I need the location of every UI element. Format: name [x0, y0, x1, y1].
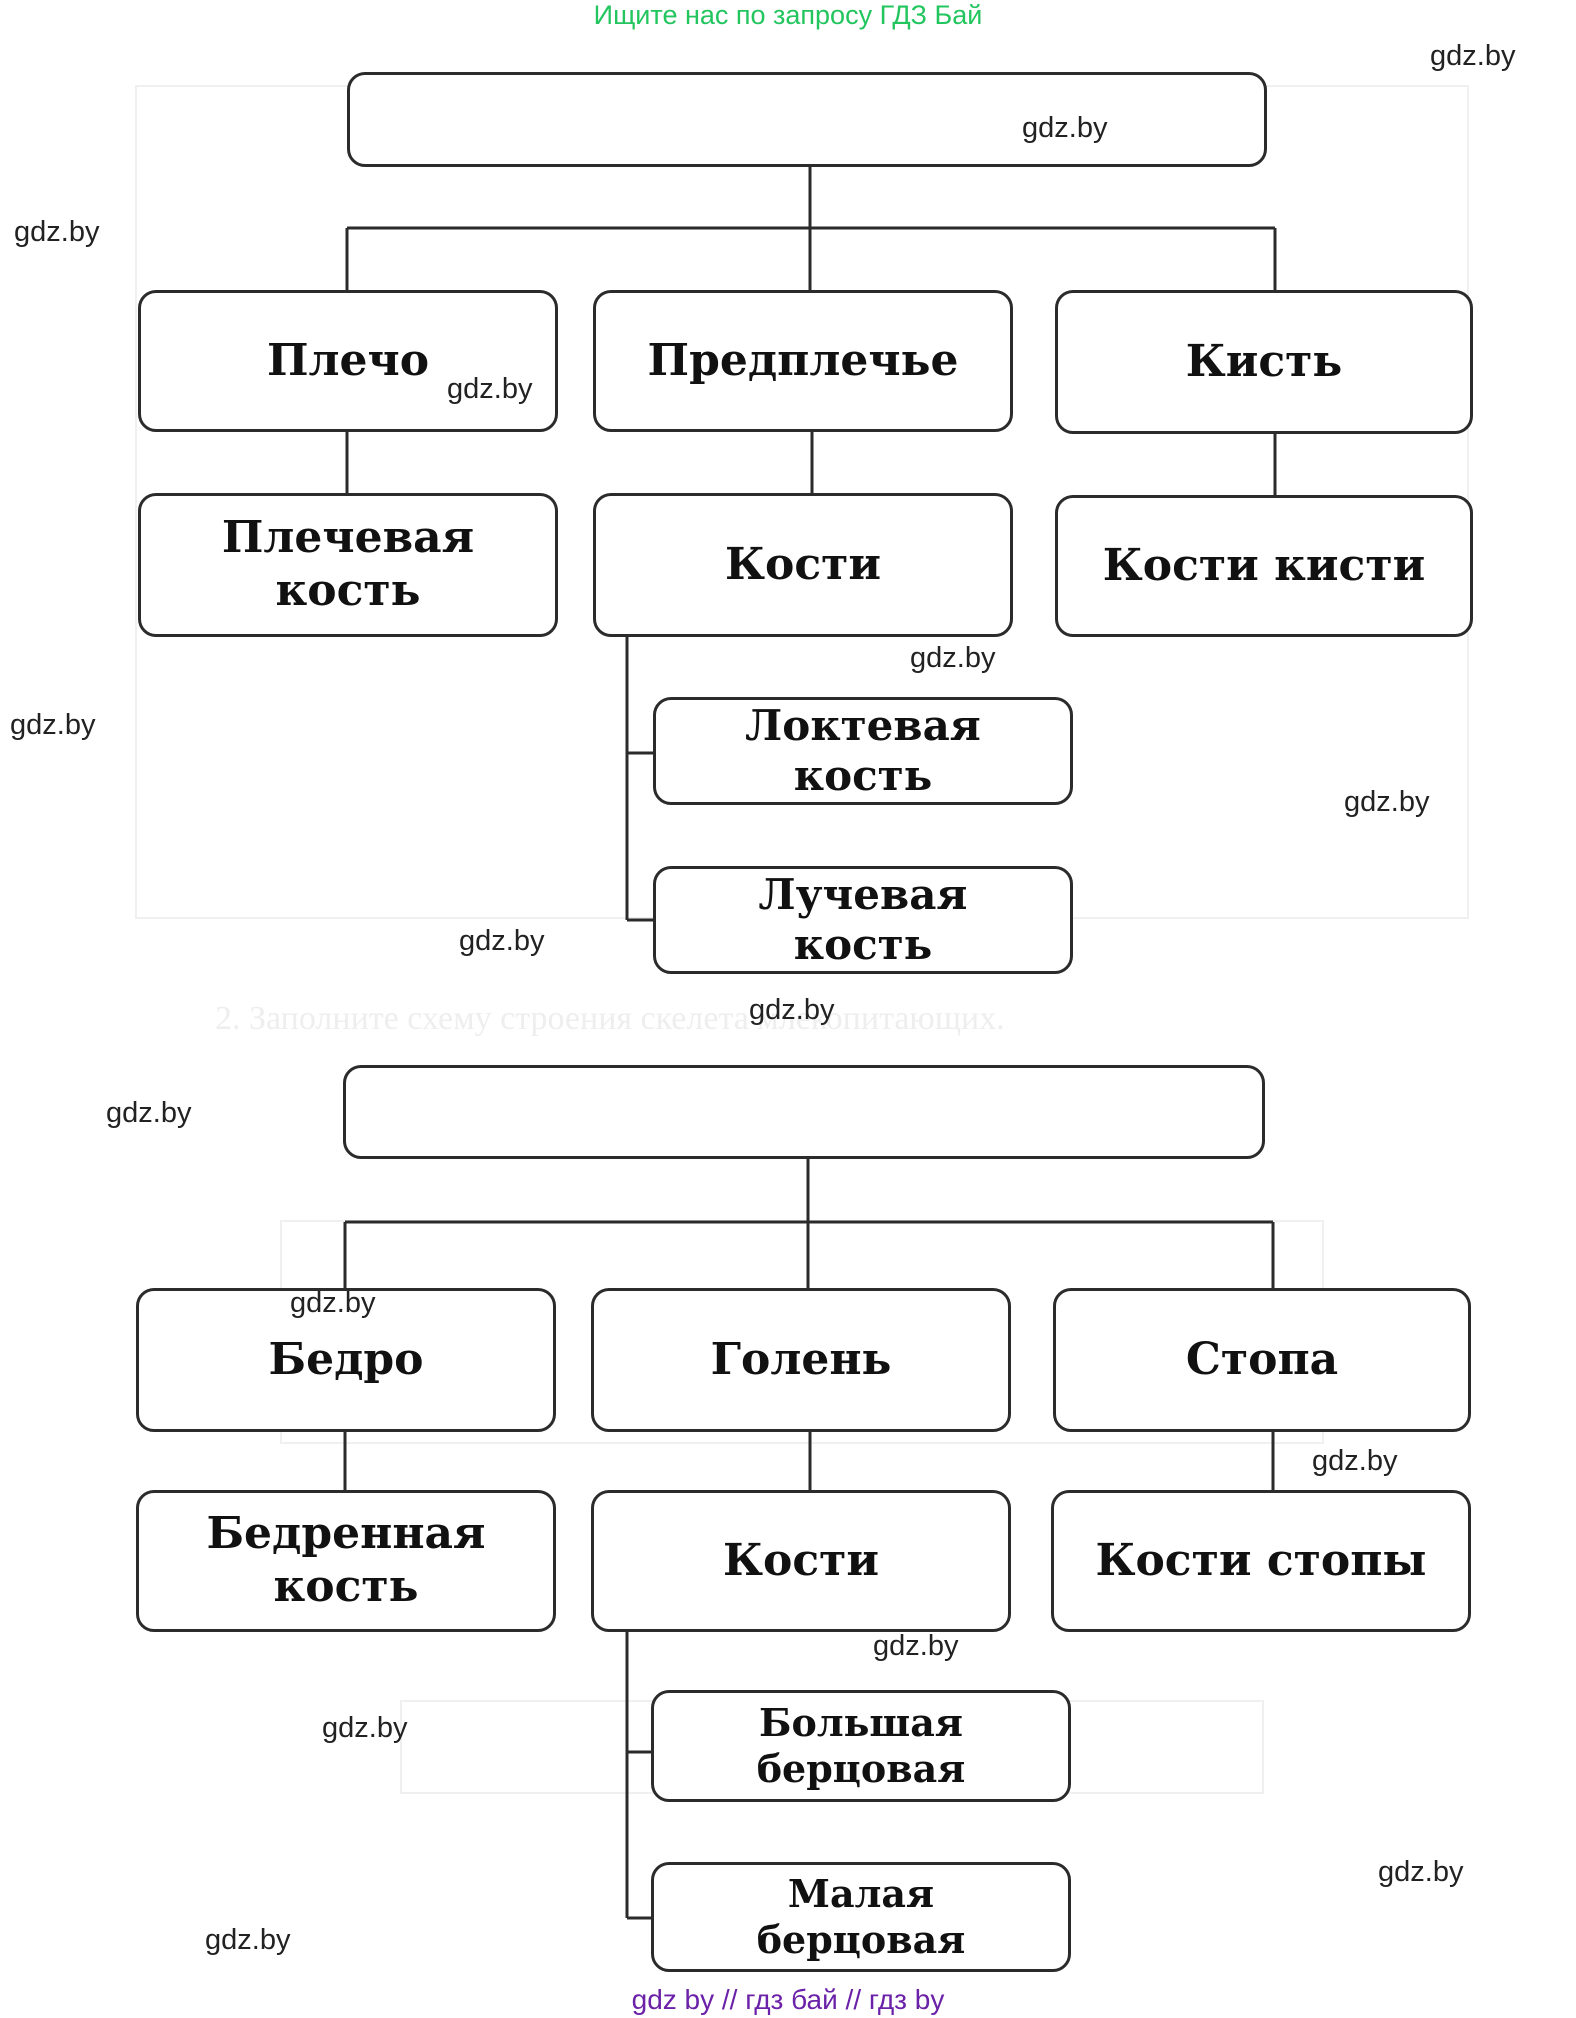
- watermark: gdz.by: [1344, 786, 1430, 818]
- watermark: gdz.by: [873, 1630, 959, 1662]
- top-level3-ulna: Локтевая кость: [653, 697, 1073, 805]
- background-trace-text: 2. Заполните схему строения скелета млек…: [215, 1000, 1005, 1037]
- bottom-root-box: [343, 1065, 1265, 1159]
- bottom-level1-shin: Голень: [591, 1288, 1011, 1432]
- watermark: gdz.by: [205, 1924, 291, 1956]
- top-level2-forearm-bones: Кости: [593, 493, 1013, 637]
- top-root-box: [347, 72, 1267, 167]
- watermark: gdz.by: [1312, 1445, 1398, 1477]
- watermark: gdz.by: [749, 994, 835, 1026]
- bottom-level2-shin-bones: Кости: [591, 1490, 1011, 1632]
- watermark: gdz.by: [910, 642, 996, 674]
- bottom-level2-foot-bones: Кости стопы: [1051, 1490, 1471, 1632]
- watermark: gdz.by: [290, 1287, 376, 1319]
- top-level2-hand-bones: Кости кисти: [1055, 495, 1473, 637]
- bottom-level3-fibula: Малая берцовая: [651, 1862, 1071, 1972]
- top-level2-humerus: Плечевая кость: [138, 493, 558, 637]
- top-level1-shoulder: Плечо: [138, 290, 558, 432]
- watermark: gdz.by: [1430, 40, 1516, 72]
- top-level1-forearm: Предплечье: [593, 290, 1013, 432]
- bottom-level1-thigh: Бедро: [136, 1288, 556, 1432]
- footer-links[interactable]: gdz by // гдз бай // гдз by: [631, 1984, 945, 2015]
- watermark: gdz.by: [459, 925, 545, 957]
- watermark: gdz.by: [10, 709, 96, 741]
- bottom-level2-femur: Бедренная кость: [136, 1490, 556, 1632]
- watermark: gdz.by: [14, 216, 100, 248]
- watermark: gdz.by: [447, 373, 533, 405]
- watermark: gdz.by: [1378, 1856, 1464, 1888]
- bottom-level3-tibia: Большая берцовая: [651, 1690, 1071, 1802]
- watermark: gdz.by: [1022, 112, 1108, 144]
- bottom-level1-foot: Стопа: [1053, 1288, 1471, 1432]
- watermark: gdz.by: [322, 1712, 408, 1744]
- top-level1-hand: Кисть: [1055, 290, 1473, 434]
- search-banner[interactable]: Ищите нас по запросу ГДЗ Бай: [593, 0, 983, 30]
- top-level3-radius: Лучевая кость: [653, 866, 1073, 974]
- watermark: gdz.by: [106, 1097, 192, 1129]
